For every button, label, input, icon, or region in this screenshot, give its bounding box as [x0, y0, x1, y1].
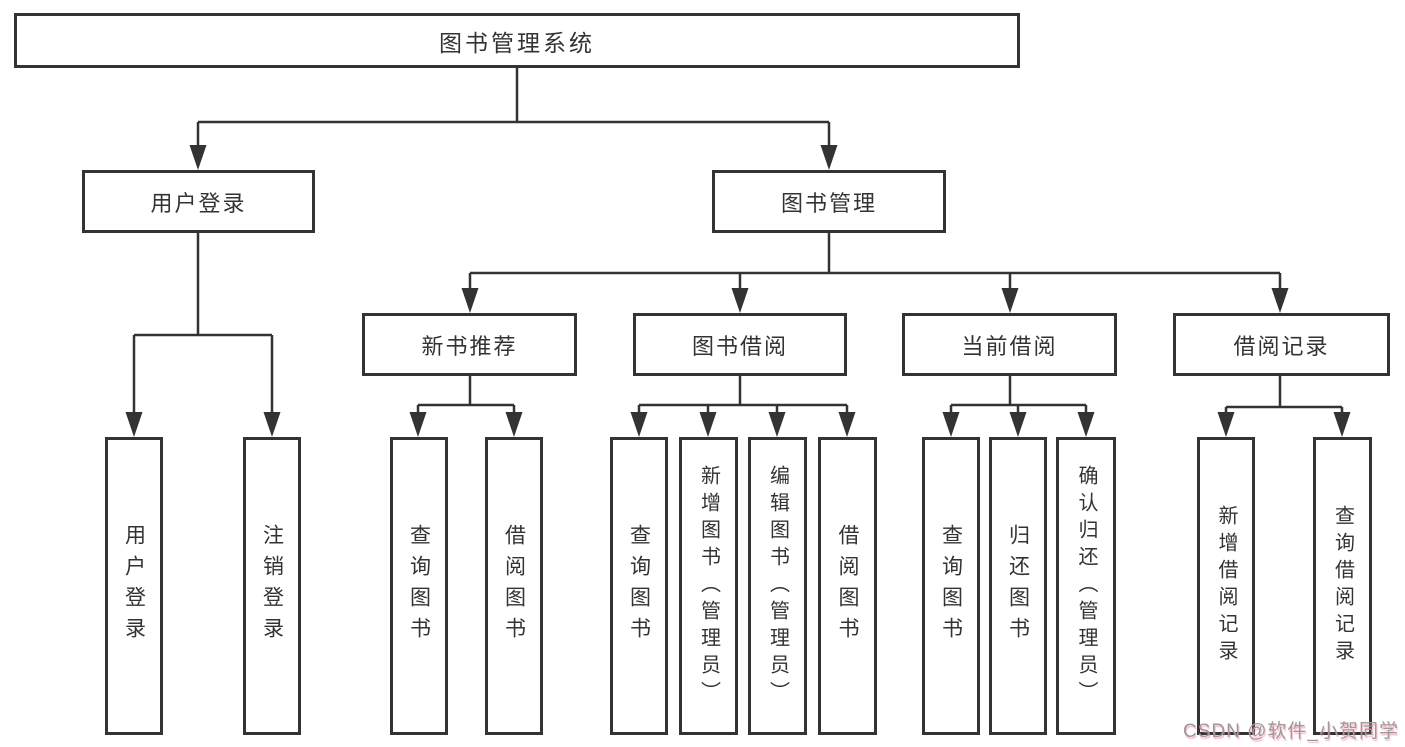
node-confirm-return-admin: 确认归还（管理员）	[1056, 437, 1116, 735]
node-current-query-books: 查询图书	[922, 437, 980, 735]
node-user-login: 用户登录	[105, 437, 163, 735]
node-recommend-query-books: 查询图书	[390, 437, 448, 735]
node-borrowing-query-books: 查询图书	[610, 437, 668, 735]
node-query-borrow-record: 查询借阅记录	[1313, 437, 1372, 735]
node-book-management: 图书管理	[712, 170, 946, 233]
node-add-borrow-record: 新增借阅记录	[1197, 437, 1255, 735]
arrowheads	[125, 145, 1351, 437]
node-new-book-recommend: 新书推荐	[362, 313, 577, 376]
node-add-books-admin: 新增图书（管理员）	[679, 437, 738, 735]
node-user-login-group: 用户登录	[82, 170, 315, 233]
node-book-borrowing: 图书借阅	[633, 313, 847, 376]
node-borrowing-records: 借阅记录	[1173, 313, 1390, 376]
node-return-books: 归还图书	[989, 437, 1047, 735]
node-recommend-borrow-books: 借阅图书	[485, 437, 543, 735]
node-edit-books-admin: 编辑图书（管理员）	[748, 437, 807, 735]
csdn-watermark: CSDN @软件_小贺同学	[1183, 721, 1399, 742]
node-root-library-system: 图书管理系统	[14, 13, 1020, 68]
node-borrowing-borrow-books: 借阅图书	[818, 437, 877, 735]
node-logout: 注销登录	[243, 437, 301, 735]
node-current-borrowing: 当前借阅	[902, 313, 1117, 376]
